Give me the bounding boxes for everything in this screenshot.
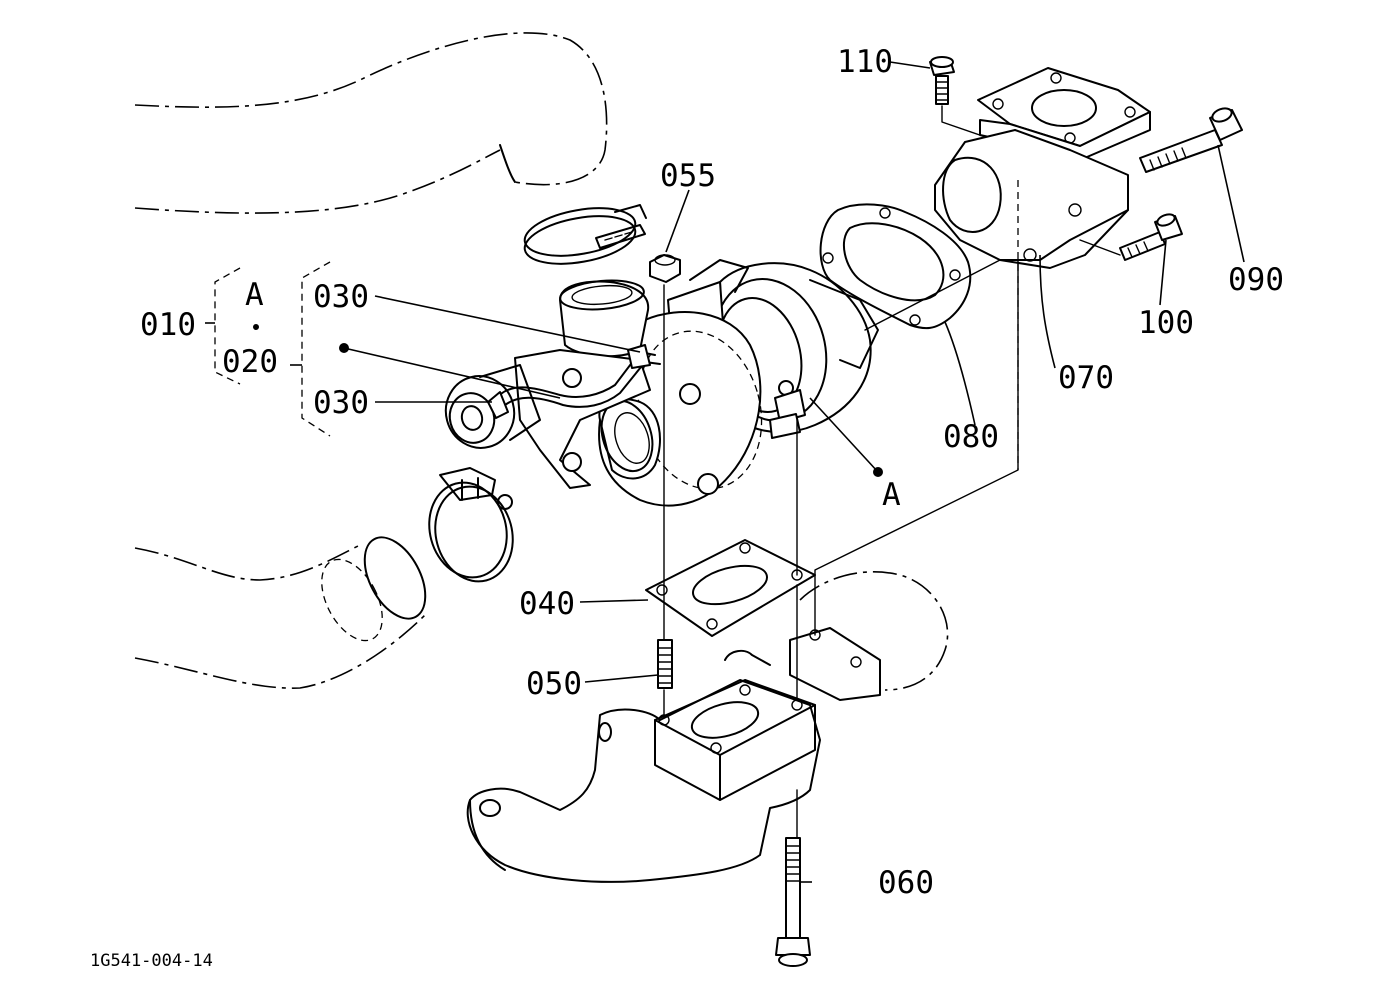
alignment-lines [663, 259, 1019, 839]
callout-070: 070 [1058, 360, 1114, 396]
bolt-100 [1079, 213, 1183, 261]
callout-040: 040 [519, 586, 575, 622]
callout-090: 090 [1228, 262, 1284, 298]
lower-hose-phantom [134, 536, 427, 689]
callout-010: 010 [140, 307, 196, 343]
figure-caption: 1G541-004-14 [90, 951, 213, 971]
gasket-040 [645, 539, 816, 637]
gasket-080 [819, 203, 972, 330]
callout-ref-a-part: A [882, 477, 901, 513]
callout-030-lower: 030 [313, 385, 369, 421]
callout-labels: 010 A 020 030 030 055 110 090 100 070 08… [90, 44, 1284, 971]
callout-110: 110 [837, 44, 893, 80]
nut-055 [649, 254, 681, 283]
turbocharger-assembly [444, 259, 879, 507]
bolt-060 [775, 837, 811, 967]
callout-030-upper: 030 [313, 279, 369, 315]
stud-050 [657, 639, 673, 689]
callout-020: 020 [222, 344, 278, 380]
exhaust-manifold [466, 571, 949, 883]
callout-055: 055 [660, 158, 716, 194]
outlet-elbow-070 [934, 67, 1151, 470]
callout-100: 100 [1138, 305, 1194, 341]
upper-hose-phantom [134, 32, 608, 214]
lower-hose-clamp [428, 467, 514, 583]
assembly-brackets [205, 261, 331, 437]
leader-lines [253, 61, 1245, 883]
callout-ref-a-bracket: A [245, 277, 264, 313]
callout-060: 060 [878, 865, 934, 901]
callout-080: 080 [943, 419, 999, 455]
bolt-090 [1139, 107, 1243, 173]
callout-050: 050 [526, 666, 582, 702]
upper-hose-clamp [523, 204, 647, 265]
